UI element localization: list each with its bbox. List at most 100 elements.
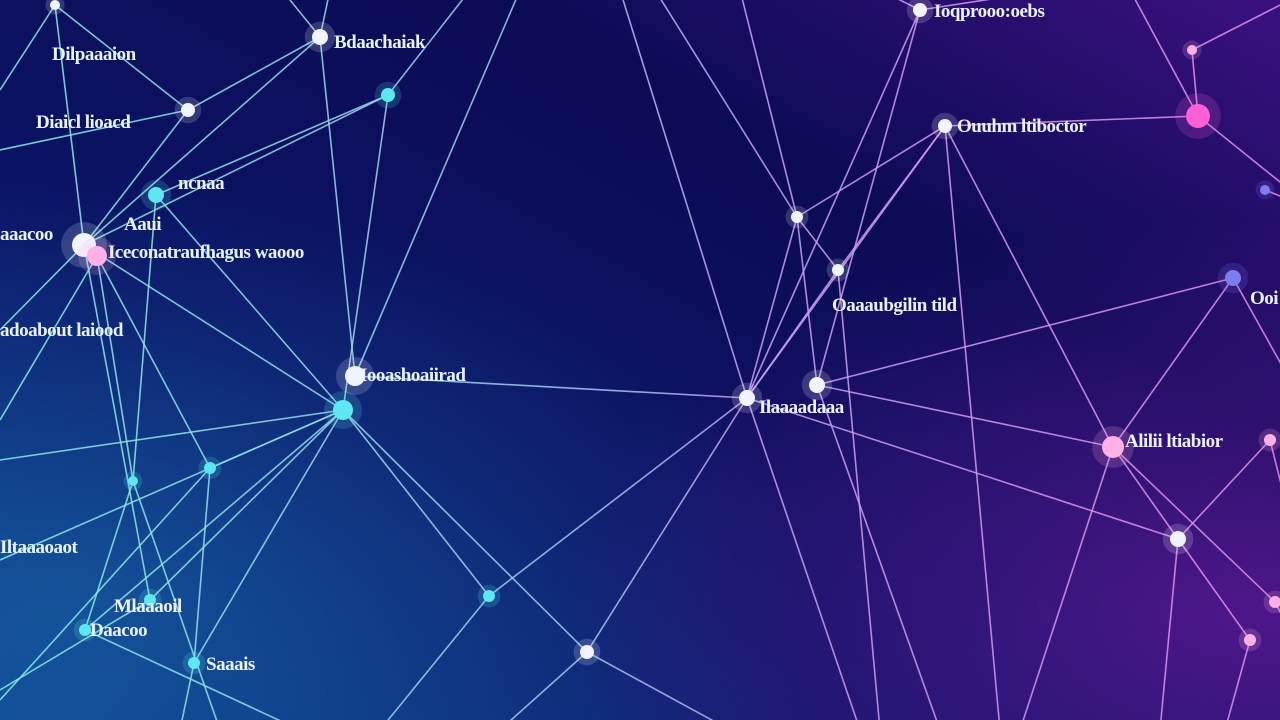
network-node [1244, 634, 1256, 646]
network-edge [0, 109, 189, 151]
network-node [483, 590, 495, 602]
network-edge [816, 384, 938, 720]
network-node [312, 29, 328, 45]
label-far-right-edge: Ooi [1250, 288, 1278, 309]
network-edge [193, 409, 344, 664]
network-edge [0, 244, 85, 331]
network-edge [1177, 538, 1251, 641]
network-node [580, 645, 594, 659]
network-node [333, 400, 353, 420]
label-left-3: ncnaa [178, 173, 225, 194]
network-edge [155, 94, 389, 196]
network-edge [816, 277, 1234, 386]
network-edge [1197, 115, 1280, 183]
label-center-right: Oaaaubgilin tild [832, 295, 957, 316]
label-hub: Ilaaaadaaa [759, 397, 845, 418]
network-edge [0, 255, 98, 421]
network-edge [919, 0, 991, 11]
network-node [938, 119, 952, 133]
network-edge [1112, 277, 1234, 448]
network-edge [796, 216, 839, 271]
network-edge [944, 115, 1199, 127]
network-edge [83, 94, 389, 246]
network-edge [509, 651, 588, 720]
label-right-mid: Alilii ltiabior [1125, 431, 1224, 452]
label-bottom-left-1: Iltaaaoaot [0, 537, 79, 558]
network-edge [149, 409, 344, 601]
label-center-left-long: Iceconatraufhagus waooo [108, 242, 304, 263]
label-left-5: aaacoo [0, 224, 53, 245]
label-right-upper: Ouuhm ltiboctor [957, 116, 1087, 137]
network-edge [1191, 4, 1280, 51]
network-edge [84, 629, 281, 720]
network-node [128, 476, 138, 486]
network-edge [746, 216, 798, 399]
network-node [913, 3, 927, 17]
network-edge [746, 397, 1179, 540]
network-node [79, 624, 91, 636]
network-edge [181, 662, 195, 720]
network-edge [187, 36, 321, 111]
network-node [1187, 45, 1197, 55]
label-left-2: Diaicl lioacd [36, 112, 131, 133]
network-edge [54, 4, 85, 246]
network-edge [354, 375, 748, 399]
network-edge [622, 0, 748, 399]
network-node [1102, 436, 1124, 458]
network-edge [319, 0, 329, 38]
network-edge [319, 36, 356, 377]
network-edge [354, 0, 517, 377]
network-edge [741, 0, 798, 218]
label-center-node: Iooashoaiirad [360, 365, 466, 386]
network-edge [1232, 277, 1280, 364]
network-edge [83, 244, 344, 411]
network-edge [1269, 439, 1280, 484]
network-edge [1022, 446, 1114, 720]
network-node [1186, 104, 1210, 128]
network-node [739, 390, 755, 406]
network-edge [342, 409, 588, 653]
network-edge [387, 0, 464, 96]
network-edge [1160, 538, 1179, 720]
network-edge [586, 651, 714, 720]
network-node [148, 187, 164, 203]
network-node [181, 103, 195, 117]
network-edge [342, 409, 490, 597]
network-edge [660, 0, 798, 218]
network-edge [84, 409, 344, 631]
network-node [1264, 434, 1276, 446]
network-node [345, 366, 365, 386]
network-edge [1274, 601, 1280, 614]
network-edge [342, 94, 389, 411]
network-edge [0, 599, 151, 691]
network-edge [0, 409, 344, 561]
network-edge [132, 194, 157, 482]
label-bottom-left-3: Daacoo [90, 620, 147, 641]
label-bottom-left-4: Saaais [206, 654, 255, 675]
network-node [188, 657, 200, 669]
network-edge [1112, 446, 1276, 603]
network-edge [1177, 439, 1271, 540]
network-node [809, 377, 825, 393]
network-node [1260, 185, 1270, 195]
network-node [832, 264, 844, 276]
network-edge [132, 480, 218, 720]
network-edge [796, 125, 946, 218]
network-node [87, 246, 107, 266]
label-top-right: Ioqprooo:oebs [934, 1, 1044, 22]
network-node [1269, 596, 1280, 608]
nodes-layer [45, 0, 1280, 675]
network-edge [746, 397, 858, 720]
network-edge [898, 0, 921, 11]
network-node [791, 211, 803, 223]
label-left-6: adoabout laiood [0, 320, 124, 341]
network-node [1225, 270, 1241, 286]
network-edge [488, 397, 748, 597]
network-edge [387, 595, 490, 720]
network-edge [944, 125, 1000, 720]
network-edge [796, 216, 818, 386]
network-edge [586, 397, 748, 653]
labels-layer: Ioqprooo:oebs Dilpaaaion Bdaachaiak Diai… [0, 1, 1279, 675]
